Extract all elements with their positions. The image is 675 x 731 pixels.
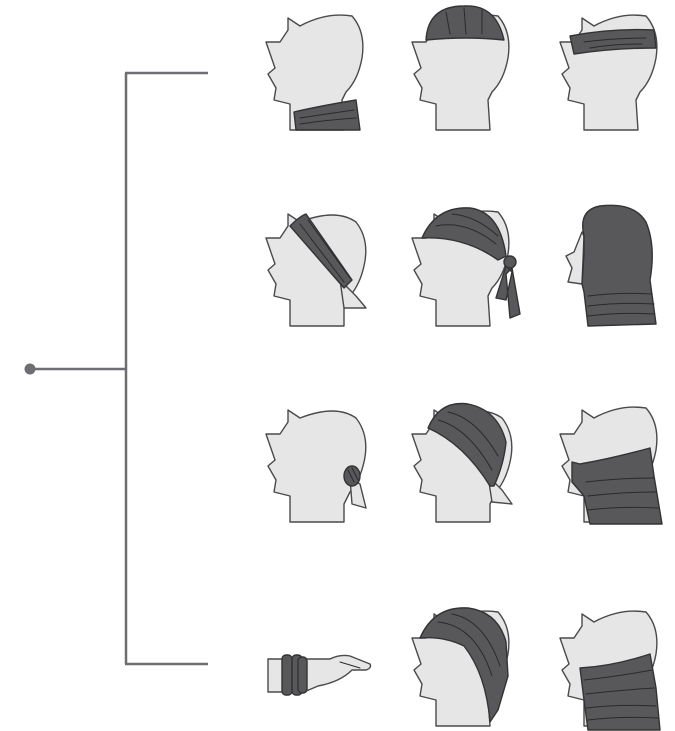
pirate-knot-head-icon	[411, 207, 521, 327]
wristband-icon	[267, 654, 372, 696]
connector-tree	[24, 71, 208, 666]
bandana-head-icon	[411, 402, 513, 523]
scarf-head-icon	[559, 610, 661, 731]
alice-band-head-icon	[265, 213, 367, 327]
neck-gaiter-head-icon	[265, 14, 364, 131]
sahara-head-icon	[411, 607, 510, 727]
hair-tie-head-icon	[265, 409, 367, 523]
beanie-cap-head-icon	[411, 5, 510, 131]
headband-head-icon	[559, 14, 658, 131]
face-mask-head-icon	[559, 406, 663, 525]
balaclava-hood-head-icon	[565, 204, 657, 327]
